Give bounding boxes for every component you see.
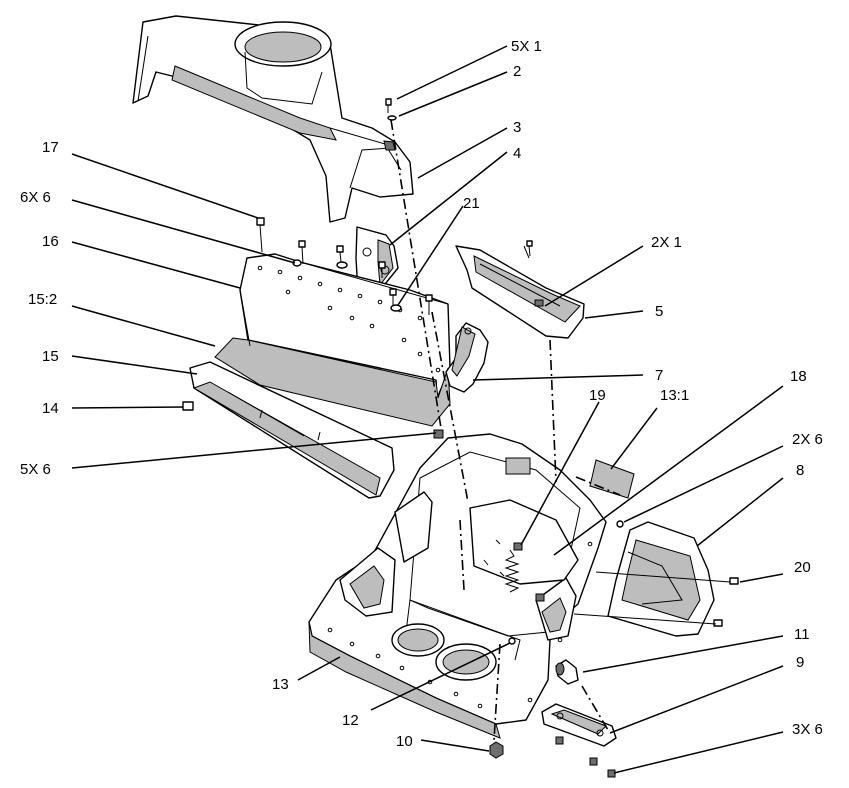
label-21: 21 [463, 195, 480, 212]
leader-lines [71, 45, 784, 774]
label-12: 12 [342, 712, 359, 729]
label-3x6: 3X 6 [792, 721, 823, 738]
spring-part [504, 542, 545, 602]
label-5x6: 5X 6 [20, 461, 51, 478]
top-plate-part [455, 245, 585, 339]
label-8: 8 [796, 462, 804, 479]
label-6x6: 6X 6 [20, 189, 51, 206]
label-19: 19 [589, 387, 606, 404]
label-15-2: 15:2 [28, 291, 57, 308]
latch-part [541, 703, 617, 747]
label-10: 10 [396, 733, 413, 750]
label-17: 17 [42, 139, 59, 156]
label-20: 20 [794, 559, 811, 576]
scraper-bar-part [189, 361, 395, 499]
main-frame-part [308, 433, 607, 739]
label-9: 9 [796, 654, 804, 671]
decal-part [589, 459, 635, 499]
label-11: 11 [794, 626, 810, 643]
label-4: 4 [513, 145, 521, 162]
label-14: 14 [42, 400, 59, 417]
label-2x1: 2X 1 [651, 234, 682, 251]
label-13-1: 13:1 [660, 387, 689, 404]
side-panel-part [607, 521, 715, 637]
bushing-part [555, 659, 579, 685]
label-13: 13 [272, 676, 289, 693]
label-16: 16 [42, 233, 59, 250]
side-plate-part [445, 322, 489, 393]
label-5x1: 5X 1 [511, 38, 542, 55]
fasteners [182, 98, 739, 778]
chute-housing-part [132, 15, 414, 223]
label-2: 2 [513, 63, 521, 80]
label-3: 3 [513, 119, 521, 136]
frame-holes [327, 541, 593, 709]
label-15: 15 [42, 348, 59, 365]
label-5: 5 [655, 303, 663, 320]
housing-front-part [214, 253, 451, 427]
label-7: 7 [655, 367, 663, 384]
part-labels: 5X 1 2 3 4 17 21 6X 6 16 2X 1 5 15:2 15 … [20, 38, 823, 750]
label-18: 18 [790, 368, 807, 385]
assembly-lines [390, 119, 621, 741]
label-2x6: 2X 6 [792, 431, 823, 448]
